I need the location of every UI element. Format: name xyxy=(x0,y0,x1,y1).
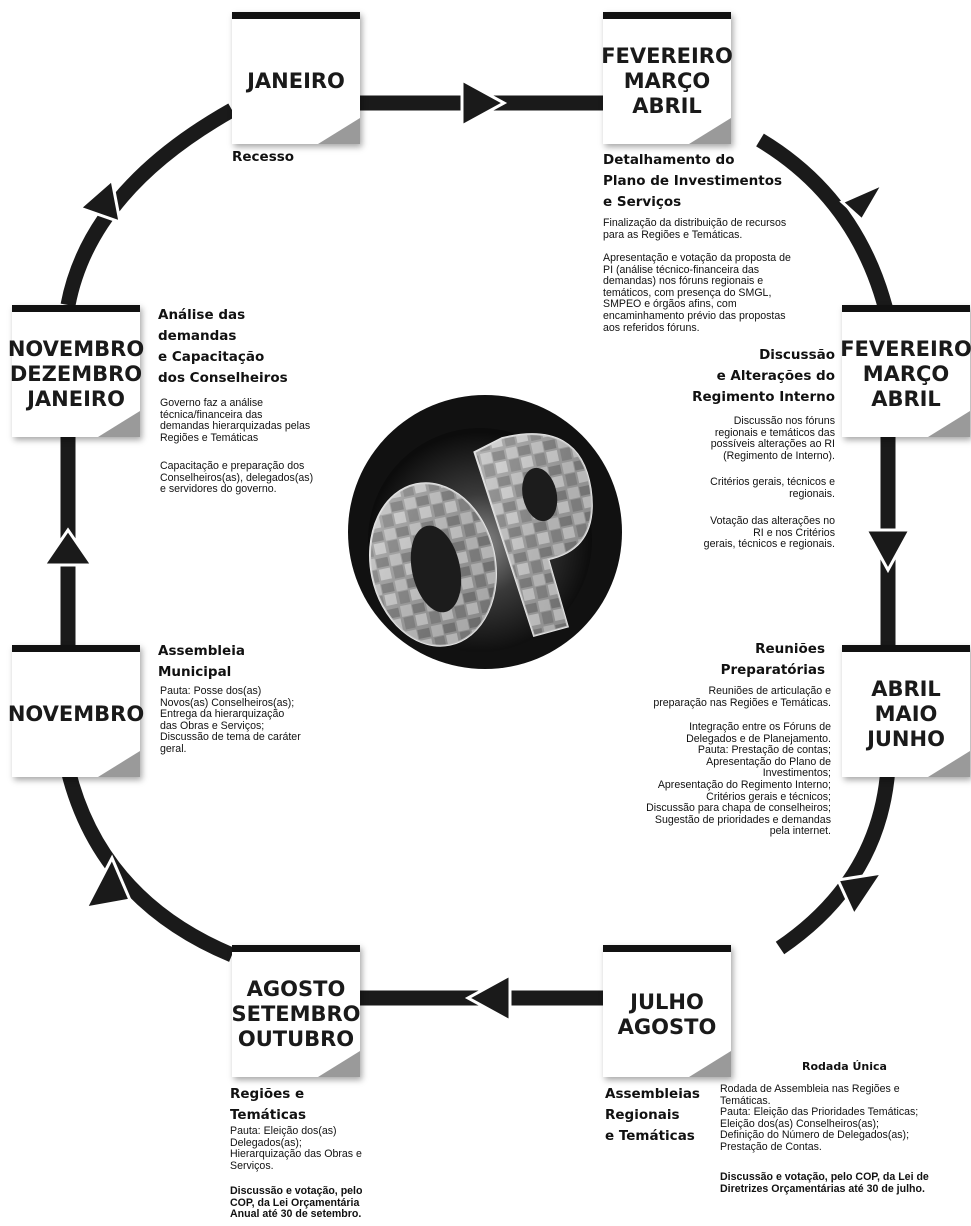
page-curl-icon xyxy=(928,751,970,777)
card-nov-dez-jan: NOVEMBRO DEZEMBRO JANEIRO xyxy=(8,305,144,437)
analise-text-1: Governo faz a análise técnica/financeira… xyxy=(160,397,311,444)
page-curl-icon xyxy=(928,411,970,437)
regimento-text-1: Discussão nos fóruns regionais e temátic… xyxy=(710,415,835,462)
arrow-left-icon xyxy=(464,972,512,1024)
arrow-up-icon xyxy=(41,527,95,567)
card-label: NOVEMBRO xyxy=(7,702,145,726)
arrow-down-right-icon xyxy=(839,180,887,223)
card-abr-mai-jun: ABRIL MAIO JUNHO xyxy=(842,645,970,777)
page-curl-icon xyxy=(318,1051,360,1077)
assembleias-regionais-text-2: Discussão e votação, pelo COP, da Lei de… xyxy=(720,1171,929,1195)
regioes-text-1: Pauta: Eleição dos(as) Delegados(as); Hi… xyxy=(230,1125,362,1172)
recesso-title: Recesso xyxy=(232,149,295,165)
assembleias-regionais-text-1: Rodada de Assembleia nas Regiões e Temát… xyxy=(720,1083,919,1153)
card-label: FEVEREIRO MARÇO ABRIL xyxy=(840,337,971,411)
reunioes-text-1: Reuniões de articulação e preparação nas… xyxy=(653,685,831,709)
card-label: NOVEMBRO DEZEMBRO JANEIRO xyxy=(7,337,145,411)
card-fev-mar-abr-top: FEVEREIRO MARÇO ABRIL xyxy=(601,12,733,144)
assembleias-regionais-title: Assembleias Regionais e Temáticas xyxy=(605,1086,700,1144)
card-label: FEVEREIRO MARÇO ABRIL xyxy=(601,44,733,118)
page-curl-icon xyxy=(689,1051,731,1077)
detalhamento-text-1: Finalização da distribuição de recursos … xyxy=(603,217,787,241)
card-jul-ago: JULHO AGOSTO xyxy=(603,945,731,1077)
card-fev-mar-abr-right: FEVEREIRO MARÇO ABRIL xyxy=(840,305,971,437)
card-label: ABRIL MAIO JUNHO xyxy=(867,677,945,751)
cycle-arrows xyxy=(41,77,913,1024)
analise-text-2: Capacitação e preparação dos Conselheiro… xyxy=(160,460,314,496)
assembleia-municipal-text: Pauta: Posse dos(as) Novos(as) Conselhei… xyxy=(160,685,301,755)
card-novembro: NOVEMBRO xyxy=(8,645,144,777)
arrow-down-left-icon xyxy=(835,870,886,919)
reunioes-text-2: Integração entre os Fóruns de Delegados … xyxy=(646,721,831,838)
arrow-up-left-icon xyxy=(83,854,133,911)
assembleia-municipal-title: Assembleia Municipal xyxy=(158,643,245,680)
regimento-title: Discussão e Alterações do Regimento Inte… xyxy=(692,347,835,405)
analise-title: Análise das demandas e Capacitação dos C… xyxy=(158,307,288,386)
arrow-right-icon xyxy=(460,77,508,129)
card-label: JULHO AGOSTO xyxy=(617,989,717,1039)
op-logo xyxy=(348,395,622,669)
card-label: JANEIRO xyxy=(247,69,345,93)
card-ago-set-out: AGOSTO SETEMBRO OUTUBRO xyxy=(231,945,361,1077)
page-curl-icon xyxy=(689,118,731,144)
page-curl-icon xyxy=(98,411,140,437)
card-label: AGOSTO SETEMBRO OUTUBRO xyxy=(231,977,361,1051)
page-curl-icon xyxy=(318,118,360,144)
arrow-up-right-icon xyxy=(77,177,122,225)
regimento-text-3: Votação das alterações no RI e nos Crité… xyxy=(703,515,835,551)
detalhamento-text-2: Apresentação e votação da proposta de PI… xyxy=(603,252,791,334)
reunioes-title: Reuniões Preparatórias xyxy=(720,641,825,678)
regioes-title: Regiões e Temáticas xyxy=(230,1086,306,1123)
card-janeiro: JANEIRO xyxy=(232,12,360,144)
arrow-down-icon xyxy=(863,528,913,574)
regioes-text-2: Discussão e votação, pelo COP, da Lei Or… xyxy=(230,1185,363,1221)
rodada-unica-subtitle: Rodada Única xyxy=(802,1060,887,1073)
detalhamento-title: Detalhamento do Plano de Investimentos e… xyxy=(603,152,783,210)
regimento-text-2: Critérios gerais, técnicos e regionais. xyxy=(710,476,835,500)
page-curl-icon xyxy=(98,751,140,777)
